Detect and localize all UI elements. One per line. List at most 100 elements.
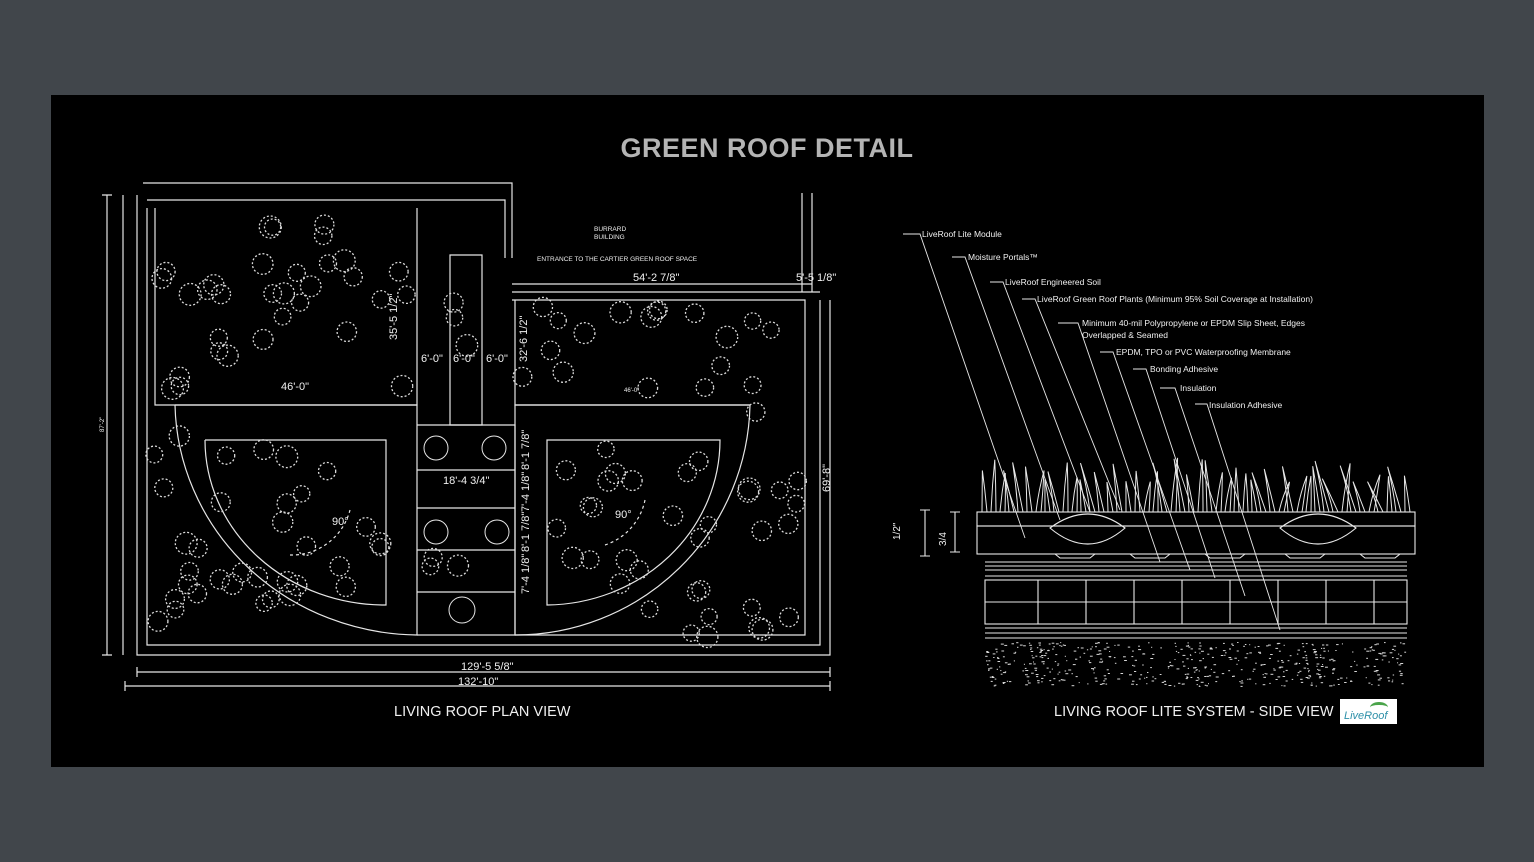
grass-blade <box>1093 471 1105 513</box>
gravel-grain <box>987 664 989 666</box>
gravel-grain <box>1175 650 1178 652</box>
label-moisture: Moisture Portals™ <box>968 252 1038 262</box>
shrub-symbol <box>371 537 390 557</box>
gravel-grain <box>1206 675 1209 677</box>
shrub-symbol <box>787 494 806 513</box>
shrub-symbol <box>145 445 164 464</box>
grass-blade <box>1079 479 1087 513</box>
gravel-grain <box>1094 667 1096 669</box>
gravel-grain <box>1228 657 1232 658</box>
gravel-grain <box>1354 671 1357 672</box>
gravel-grain <box>1318 674 1321 676</box>
gravel-grain <box>1332 669 1335 671</box>
gravel-grain <box>1059 645 1061 647</box>
gravel-grain <box>1335 650 1337 651</box>
left-arc-outer <box>174 404 418 636</box>
gravel-grain <box>1039 651 1042 653</box>
gravel-grain <box>1392 674 1395 676</box>
shrub-symbol <box>573 322 596 345</box>
gravel-grain <box>1387 677 1390 679</box>
gravel-grain <box>1051 642 1055 644</box>
shrub-symbol <box>170 376 190 396</box>
grass-blade <box>1403 475 1411 513</box>
shrub-symbol <box>156 261 176 282</box>
gravel-grain <box>1315 685 1317 687</box>
shrub-symbol <box>255 594 273 613</box>
gravel-grain <box>1281 661 1285 663</box>
gravel-grain <box>986 651 989 652</box>
shrub-symbol <box>216 446 236 465</box>
gravel-grain <box>1289 655 1292 657</box>
label-soil: LiveRoof Engineered Soil <box>1005 277 1101 287</box>
gravel-grain <box>1374 644 1377 646</box>
shrub-symbol <box>388 261 409 282</box>
gravel-grain <box>1030 651 1034 652</box>
gravel-grain <box>1273 668 1275 670</box>
gravel-grain <box>1240 682 1244 684</box>
gravel-grain <box>1164 683 1167 685</box>
liveroof-logo: LiveRoof <box>1340 699 1397 724</box>
shrub-symbol <box>177 574 198 595</box>
gravel-grain <box>1087 683 1089 685</box>
dim-top-right-width: 54'-2 7/8" <box>633 272 679 284</box>
gravel-grain <box>1175 645 1177 647</box>
gravel-grain <box>1366 665 1370 667</box>
gravel-grain <box>1305 677 1308 678</box>
gravel-grain <box>1151 646 1153 648</box>
gravel-grain <box>1190 654 1192 656</box>
gravel-grain <box>1398 653 1400 655</box>
grass-blade <box>1012 462 1024 513</box>
shrub-symbol <box>263 284 283 303</box>
gravel-grain <box>1035 655 1038 657</box>
shrub-symbol <box>742 598 761 617</box>
gravel-grain <box>1281 660 1283 661</box>
shrub-symbol <box>686 582 707 602</box>
gravel-grain <box>1142 653 1146 655</box>
gravel-grain <box>1099 661 1102 663</box>
gravel-grain <box>1041 677 1044 679</box>
gravel-grain <box>1215 676 1219 678</box>
shrub-symbol <box>276 493 297 514</box>
gravel-grain <box>1004 644 1008 646</box>
gravel-grain <box>1151 680 1155 682</box>
gravel-grain <box>986 652 990 653</box>
gravel-grain <box>1045 652 1048 654</box>
gravel-grain <box>1275 647 1279 649</box>
shrub-symbol <box>640 600 659 619</box>
gravel-grain <box>1322 657 1325 659</box>
gravel-grain <box>1273 669 1276 671</box>
gravel-grain <box>1055 654 1058 656</box>
gravel-grain <box>1268 644 1271 646</box>
gravel-grain <box>1198 685 1201 687</box>
gravel-grain <box>1327 650 1329 652</box>
shrub-symbol <box>314 214 335 235</box>
gravel-grain <box>1174 642 1176 644</box>
shrub-symbol <box>356 516 376 537</box>
gravel-grain <box>1305 659 1308 661</box>
shrub-symbol <box>549 311 567 330</box>
label-insulation: Insulation <box>1180 383 1217 393</box>
gravel-grain <box>1057 673 1059 675</box>
shrub-symbol <box>684 303 705 324</box>
gravel-grain <box>1025 674 1027 676</box>
gravel-grain <box>1075 658 1078 660</box>
gravel-grain <box>1198 678 1200 680</box>
shrub-symbol <box>261 590 280 609</box>
dim-angle-right: 90° <box>615 509 632 521</box>
gravel-grain <box>986 660 988 662</box>
gravel-grain <box>1092 669 1095 671</box>
gravel-grain <box>1346 677 1348 679</box>
gravel-grain <box>1221 673 1225 675</box>
gravel-grain <box>1201 650 1204 652</box>
shrub-symbol <box>751 520 773 542</box>
gravel-grain <box>1366 657 1368 659</box>
gravel-grain <box>1399 674 1403 676</box>
center-zone <box>417 424 516 636</box>
gravel-grain <box>1269 682 1271 684</box>
side-view-caption: LIVING ROOF LITE SYSTEM - SIDE VIEW <box>1054 704 1334 720</box>
grass-blade <box>1281 466 1294 513</box>
gravel-grain <box>1053 646 1055 648</box>
gravel-grain <box>1167 667 1170 669</box>
gravel-grain <box>1120 673 1124 674</box>
gravel-grain <box>1369 650 1372 652</box>
